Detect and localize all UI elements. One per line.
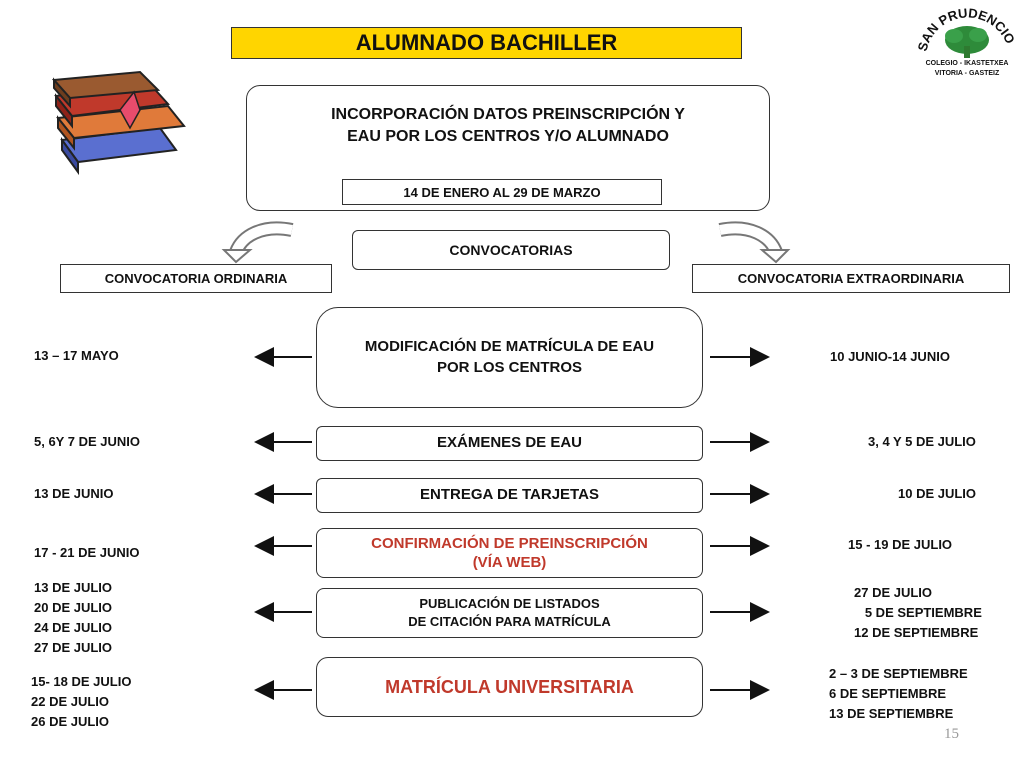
matricula-right-date: 2 – 3 DE SEPTIEMBRE [829, 666, 968, 681]
curved-arrow-right [718, 221, 791, 264]
curved-arrow-left [221, 221, 294, 264]
modificacion-right-date: 10 JUNIO-14 JUNIO [830, 349, 950, 364]
matricula-left-date: 26 DE JULIO [31, 714, 110, 729]
tarjetas-box: ENTREGA DE TARJETAS [316, 478, 703, 513]
confirmacion-box: CONFIRMACIÓN DE PREINSCRIPCIÓN (VÍA WEB) [316, 528, 703, 578]
incorporacion-line2: EAU POR LOS CENTROS Y/O ALUMNADO [347, 127, 669, 145]
publicacion-left-date: 13 DE JULIO [34, 580, 113, 595]
matricula-left-date: 22 DE JULIO [31, 694, 110, 709]
convocatoria-extraordinaria: CONVOCATORIA EXTRAORDINARIA [692, 264, 1010, 293]
convocatorias-box: CONVOCATORIAS [352, 230, 670, 270]
publicacion-right-date: 27 DE JULIO [854, 585, 933, 600]
publicacion-right-dates: 27 DE JULIO 5 DE SEPTIEMBRE 12 DE SEPTIE… [854, 583, 982, 643]
matricula-right-dates: 2 – 3 DE SEPTIEMBRE 6 DE SEPTIEMBRE 13 D… [829, 664, 968, 724]
logo: SAN PRUDENCIO COLEGIO - IKASTETXEA VITOR… [912, 2, 1022, 86]
logo-line1: COLEGIO - IKASTETXEA [925, 60, 1009, 67]
examenes-left-date: 5, 6Y 7 DE JUNIO [34, 434, 140, 449]
tarjetas-left-date: 13 DE JUNIO [34, 486, 114, 501]
examenes-box: EXÁMENES DE EAU [316, 426, 703, 461]
publicacion-left-date: 24 DE JULIO [34, 620, 113, 635]
confirmacion-line2: (VÍA WEB) [472, 554, 547, 571]
publicacion-left-date: 27 DE JULIO [34, 640, 113, 655]
logo-tree-icon: SAN PRUDENCIO [915, 5, 1018, 58]
examenes-right-date: 3, 4 Y 5 DE JULIO [868, 434, 976, 449]
matricula-right-date: 6 DE SEPTIEMBRE [829, 686, 947, 701]
modificacion-line1: MODIFICACIÓN DE MATRÍCULA DE EAU [364, 338, 655, 356]
confirmacion-line1: CONFIRMACIÓN DE PREINSCRIPCIÓN [371, 534, 648, 552]
confirmacion-right-date: 15 - 19 DE JULIO [848, 537, 953, 552]
modificacion-line2: POR LOS CENTROS [436, 358, 582, 376]
publicacion-left-dates: 13 DE JULIO 20 DE JULIO 24 DE JULIO 27 D… [34, 578, 112, 658]
publicacion-line2: DE CITACIÓN PARA MATRÍCULA [408, 614, 611, 629]
tarjetas-right-date: 10 DE JULIO [898, 486, 977, 501]
page-number: 15 [944, 726, 959, 742]
logo-line2: VITORIA - GASTEIZ [934, 70, 1000, 77]
publicacion-left-date: 20 DE JULIO [34, 600, 113, 615]
incorporacion-line1: INCORPORACIÓN DATOS PREINSCRIPCIÓN Y [331, 106, 685, 123]
publicacion-box: PUBLICACIÓN DE LISTADOS DE CITACIÓN PARA… [316, 588, 703, 638]
publicacion-line1: PUBLICACIÓN DE LISTADOS [419, 595, 600, 611]
incorporacion-dates: 14 DE ENERO AL 29 DE MARZO [342, 179, 662, 205]
matricula-left-date: 15- 18 DE JULIO [31, 674, 132, 689]
confirmacion-left-date: 17 - 21 DE JUNIO [34, 545, 140, 560]
matricula-right-date: 13 DE SEPTIEMBRE [829, 706, 954, 721]
matricula-box: MATRÍCULA UNIVERSITARIA [316, 657, 703, 717]
modificacion-box: MODIFICACIÓN DE MATRÍCULA DE EAU POR LOS… [316, 307, 703, 408]
matricula-left-dates: 15- 18 DE JULIO 22 DE JULIO 26 DE JULIO [31, 672, 131, 732]
publicacion-right-date: 5 DE SEPTIEMBRE [854, 605, 982, 620]
publicacion-right-date: 12 DE SEPTIEMBRE [854, 625, 979, 640]
convocatoria-ordinaria: CONVOCATORIA ORDINARIA [60, 264, 332, 293]
modificacion-left-date: 13 – 17 MAYO [34, 348, 119, 363]
page-title: ALUMNADO BACHILLER [231, 27, 742, 59]
